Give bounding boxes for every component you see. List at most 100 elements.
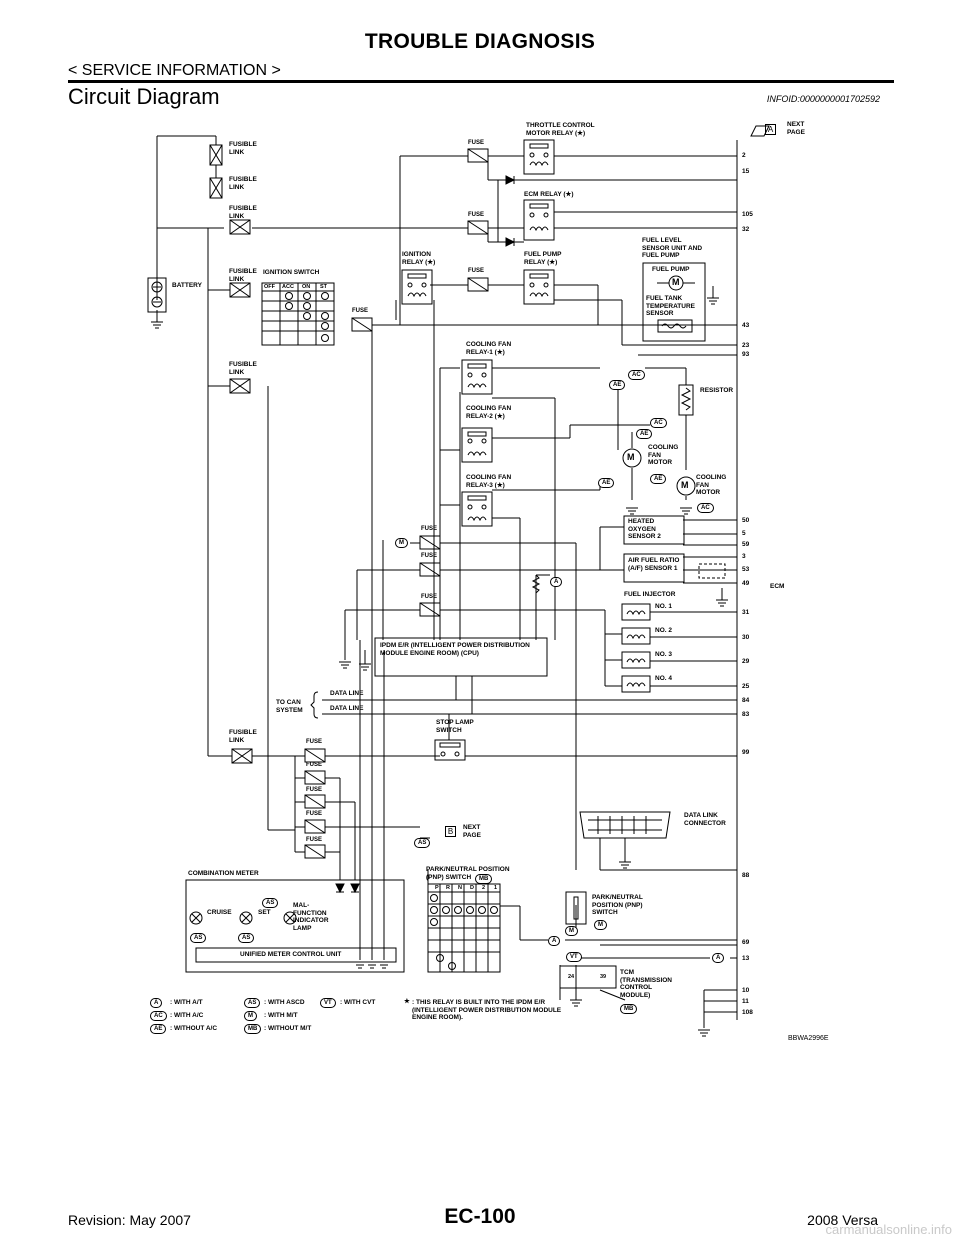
fusible-link-label-3: FUSIBLE LINK bbox=[229, 205, 257, 220]
legend-code: AS bbox=[244, 998, 261, 1008]
fuel-injector-label: FUEL INJECTOR bbox=[624, 591, 676, 598]
fuse-label-7: FUSE bbox=[421, 594, 438, 600]
tag-as: AS bbox=[238, 933, 255, 943]
heated-o2-label: HEATED OXYGEN SENSOR 2 bbox=[628, 518, 661, 540]
tag-ae: AE bbox=[598, 478, 615, 488]
pnp-r: R bbox=[446, 885, 450, 891]
ecm-terminal: 10 bbox=[742, 987, 750, 994]
sensor-boxes bbox=[623, 515, 726, 583]
legend-text: : WITH A/T bbox=[170, 999, 203, 1006]
cfan-relay2-label: COOLING FAN RELAY-2 (★) bbox=[466, 405, 512, 420]
ecm-terminal: 53 bbox=[742, 566, 750, 573]
info-id: INFOID:0000000001702592 bbox=[766, 94, 880, 104]
pnp-n: N bbox=[458, 885, 462, 891]
fusible-link-label-5: FUSIBLE LINK bbox=[229, 361, 257, 376]
ipdm-resistor bbox=[531, 574, 541, 594]
stop-lamp-switch-symbol bbox=[434, 739, 466, 761]
fuel-level-unit-label: FUEL LEVEL SENSOR UNIT AND FUEL PUMP bbox=[642, 237, 703, 259]
fuse-label-9: FUSE bbox=[306, 762, 323, 768]
tag-as: AS bbox=[414, 838, 431, 848]
page-number: EC-100 bbox=[444, 1205, 516, 1228]
tag-ac: AC bbox=[697, 503, 714, 513]
cruise-label: CRUISE bbox=[207, 909, 232, 916]
stop-lamp-label: STOP LAMP SWITCH bbox=[436, 719, 474, 734]
ecm-terminal: 108 bbox=[742, 1009, 753, 1016]
data-line-label-2: DATA LINE bbox=[330, 705, 364, 712]
cfan-relay3-label: COOLING FAN RELAY-3 (★) bbox=[466, 474, 512, 489]
next-page-b-box: B bbox=[445, 826, 456, 837]
tag-mb: MB bbox=[475, 874, 493, 884]
tag-vt: VT bbox=[566, 952, 582, 962]
ign-pos-acc: ACC bbox=[282, 284, 294, 290]
fuel-tank-temp-label: FUEL TANK TEMPERATURE SENSOR bbox=[646, 295, 695, 317]
next-page-a-label: NEXT PAGE bbox=[787, 121, 805, 136]
fuse-label-10: FUSE bbox=[306, 787, 323, 793]
pnp-at-label: PARK/NEUTRAL POSITION (PNP) SWITCH bbox=[426, 866, 510, 881]
ignition-relay-label: IGNITION RELAY (★) bbox=[402, 251, 436, 266]
fuel-pump-motor-m: M bbox=[672, 277, 680, 287]
fusible-links bbox=[209, 144, 253, 764]
tag-mb: MB bbox=[620, 1004, 638, 1014]
ecm-terminal: 69 bbox=[742, 939, 750, 946]
fuel-pump-relay-label: FUEL PUMP RELAY (★) bbox=[524, 251, 562, 266]
fuse-label-12: FUSE bbox=[306, 837, 323, 843]
ecm-terminal: 30 bbox=[742, 634, 750, 641]
legend-text: : WITH M/T bbox=[264, 1012, 298, 1019]
ignition-switch-table bbox=[261, 282, 335, 346]
diodes bbox=[335, 175, 516, 894]
ecm-terminal: 99 bbox=[742, 749, 750, 756]
relay-note-star: ★ bbox=[404, 998, 410, 1005]
legend-text: : WITH CVT bbox=[340, 999, 376, 1006]
fuse-label-5: FUSE bbox=[421, 526, 438, 532]
data-line-brace bbox=[310, 691, 319, 719]
tag-ae: AE bbox=[636, 429, 653, 439]
pnp-at-table bbox=[427, 883, 501, 973]
tag-m: M bbox=[395, 538, 408, 548]
ignition-switch-label: IGNITION SWITCH bbox=[263, 269, 320, 276]
fuse-label-4: FUSE bbox=[352, 308, 369, 314]
mil-label: MAL- FUNCTION INDICATOR LAMP bbox=[293, 902, 329, 932]
tag-ac: AC bbox=[628, 370, 645, 380]
page-header-title: TROUBLE DIAGNOSIS bbox=[364, 30, 596, 53]
ecm-terminal: 43 bbox=[742, 322, 750, 329]
legend-code: AC bbox=[150, 1011, 167, 1021]
legend-code: MB bbox=[244, 1024, 262, 1034]
ecm-terminal: 25 bbox=[742, 683, 750, 690]
relay-note: : THIS RELAY IS BUILT INTO THE IPDM E/R … bbox=[412, 999, 562, 1021]
to-can-label: TO CAN SYSTEM bbox=[276, 699, 303, 714]
revision: Revision: May 2007 bbox=[68, 1212, 191, 1228]
ign-pos-st: ST bbox=[320, 284, 328, 290]
ecm-label: ECM bbox=[770, 583, 785, 590]
pnp-p: P bbox=[435, 885, 439, 891]
injector-no1: NO. 1 bbox=[655, 603, 672, 610]
ecm-terminal: 59 bbox=[742, 541, 750, 548]
fuses bbox=[304, 148, 489, 859]
tag-a: A bbox=[712, 953, 725, 963]
injector-no2: NO. 2 bbox=[655, 627, 672, 634]
legend-text: : WITHOUT M/T bbox=[264, 1025, 312, 1032]
ecm-terminal: 32 bbox=[742, 226, 750, 233]
ecm-terminal: 49 bbox=[742, 580, 750, 587]
legend-text: : WITHOUT A/C bbox=[170, 1025, 218, 1032]
fuel-pump-label: FUEL PUMP bbox=[652, 266, 690, 273]
legend-text: : WITH ASCD bbox=[264, 999, 305, 1006]
tag-a: A bbox=[548, 936, 561, 946]
ecm-relay-label: ECM RELAY (★) bbox=[524, 191, 574, 198]
page-header-subtitle: < SERVICE INFORMATION > bbox=[68, 62, 281, 79]
injector-no4: NO. 4 bbox=[655, 675, 672, 682]
dlc-label: DATA LINK CONNECTOR bbox=[684, 812, 726, 827]
tcm-box bbox=[559, 965, 617, 989]
next-page-b-label: NEXT PAGE bbox=[463, 824, 481, 839]
tag-ac: AC bbox=[650, 418, 667, 428]
throttle-relay-label: THROTTLE CONTROL MOTOR RELAY (★) bbox=[526, 122, 595, 137]
ign-pos-off: OFF bbox=[264, 284, 275, 290]
fusible-link-label-6: FUSIBLE LINK bbox=[229, 729, 257, 744]
ipdm-label: IPDM E/R (INTELLIGENT POWER DISTRIBUTION… bbox=[380, 642, 530, 657]
pnp-mt-symbol bbox=[565, 891, 587, 925]
pnp-2: 2 bbox=[482, 885, 486, 891]
tcm-pin-24: 24 bbox=[568, 974, 575, 980]
ecm-terminal: 11 bbox=[742, 998, 749, 1005]
cooling-fan-motor-label-1: COOLING FAN MOTOR bbox=[648, 444, 679, 466]
wires bbox=[156, 135, 738, 1028]
tag-a: A bbox=[550, 577, 563, 587]
